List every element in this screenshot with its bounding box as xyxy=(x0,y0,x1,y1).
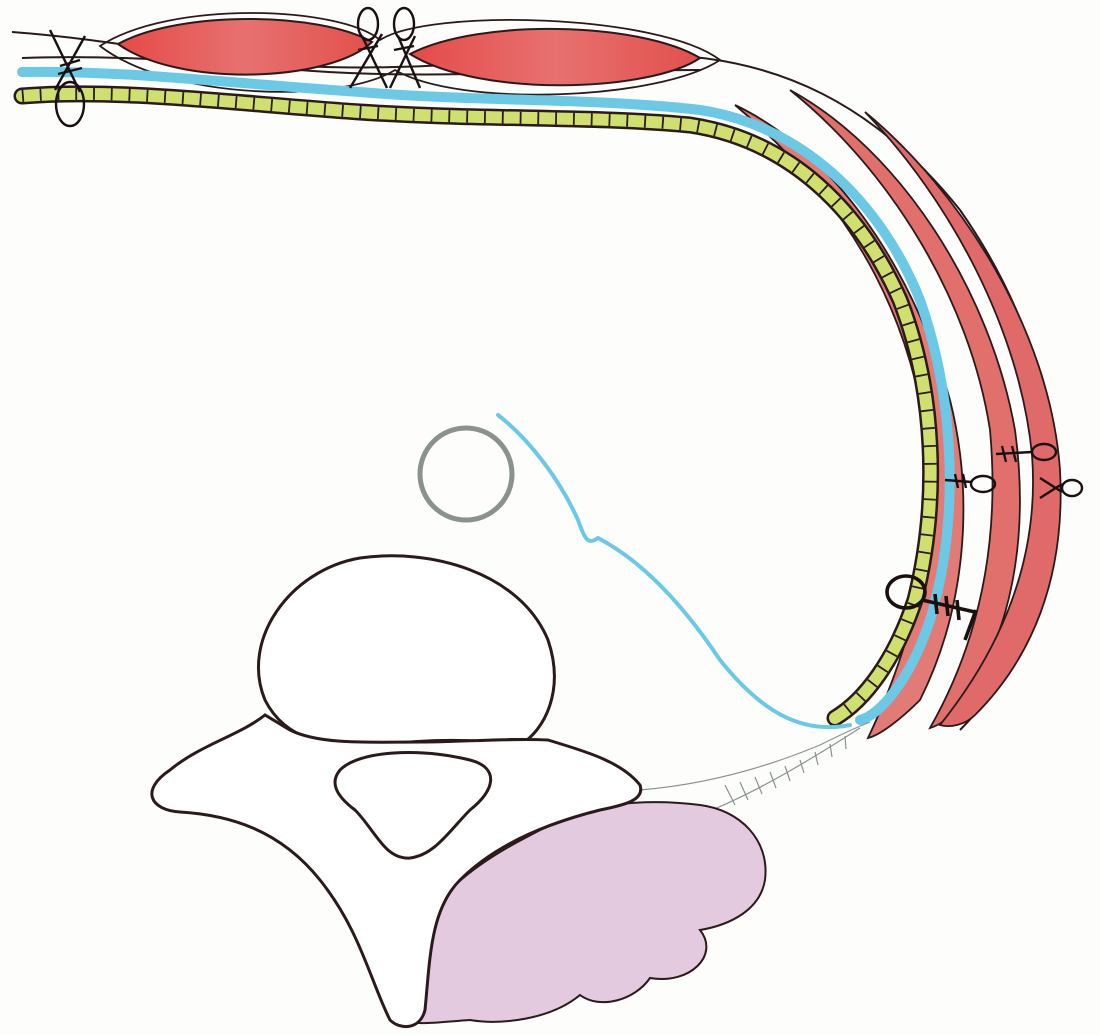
vertebral-body xyxy=(258,556,554,746)
connective-fibers xyxy=(640,722,870,810)
suture-knot-icon xyxy=(50,30,85,126)
rectus-muscle-right xyxy=(410,29,700,85)
aorta-circle-icon xyxy=(420,428,512,520)
